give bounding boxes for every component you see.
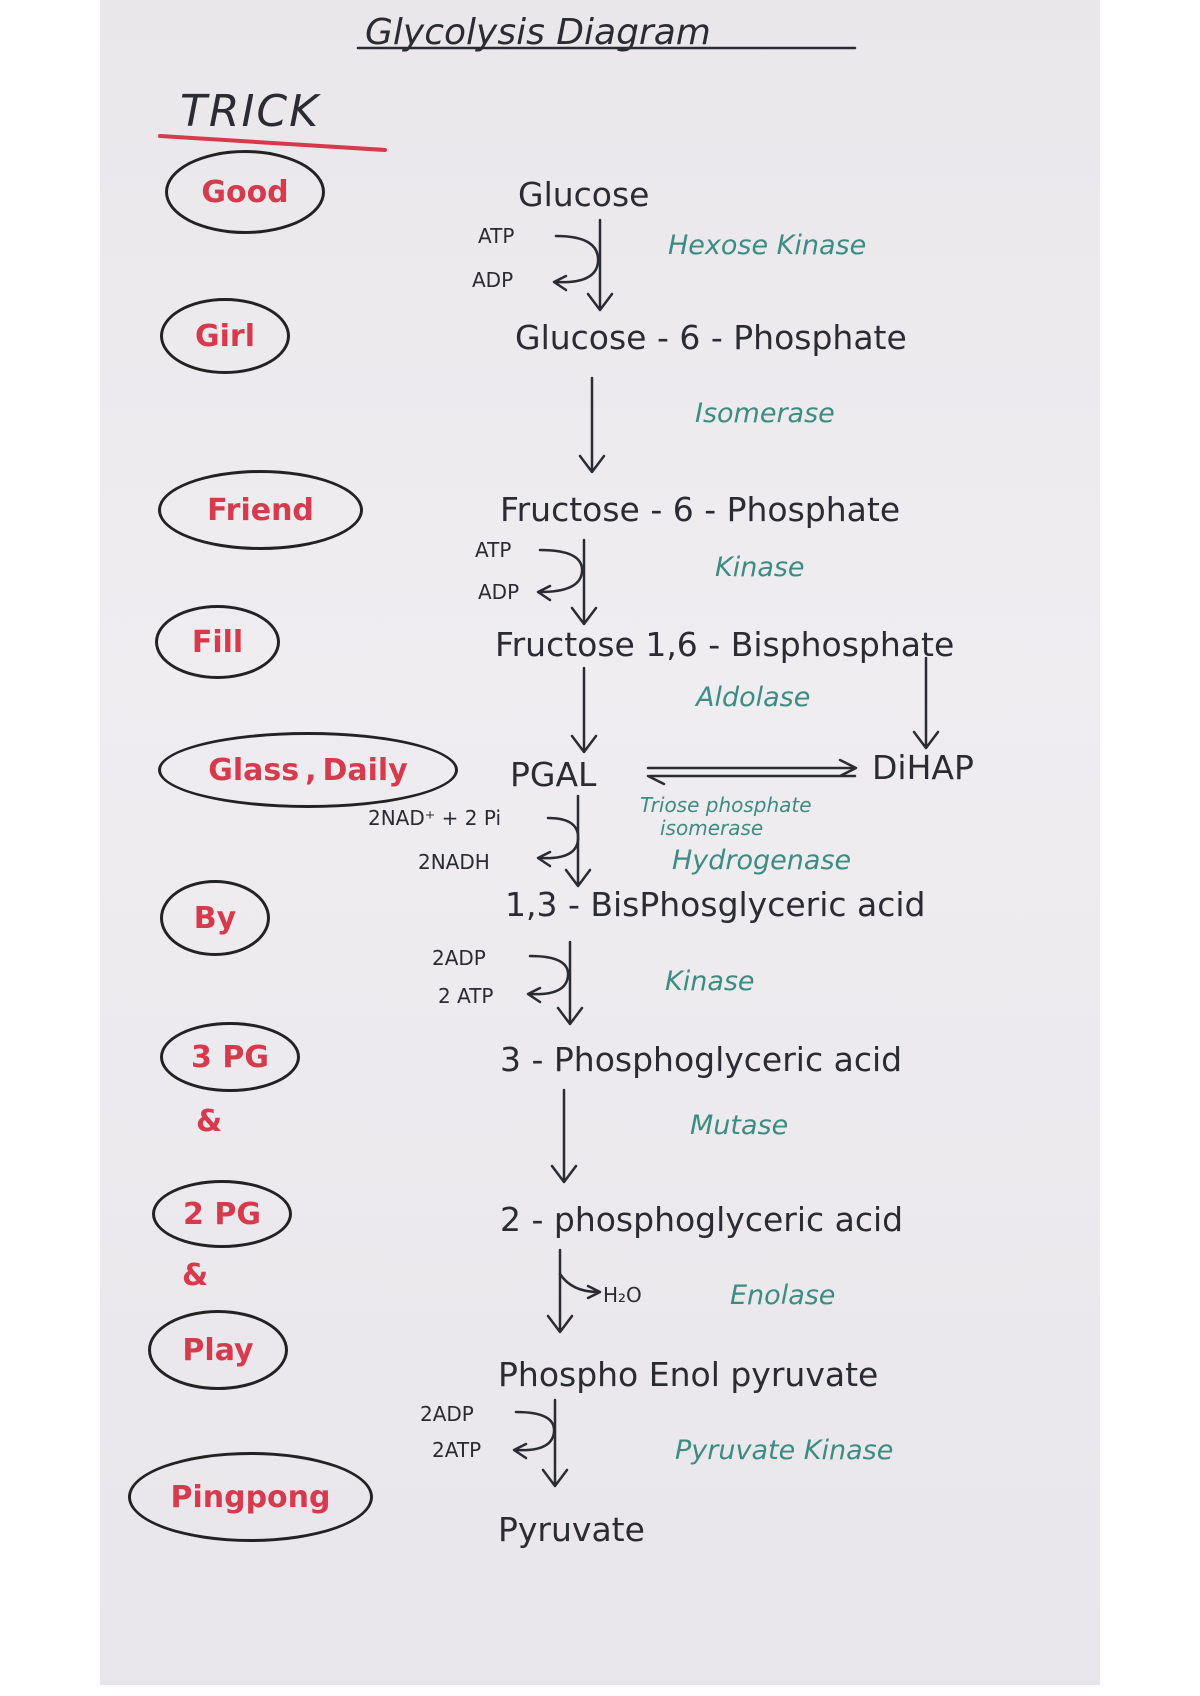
cofactor-atp-in-3: ATP <box>475 538 512 562</box>
cofactor-atp-in-1: ATP <box>478 224 515 248</box>
trick-word: Play <box>182 1332 254 1368</box>
compound-2-phosphoglyceric-acid: 2 - phosphoglyceric acid <box>500 1200 904 1239</box>
cofactor-adp-in-10: 2ADP <box>420 1402 474 1426</box>
trick-word: Girl <box>195 318 255 354</box>
trick-cloud-good: Good <box>165 150 325 234</box>
trick-cloud-fill: Fill <box>155 605 280 679</box>
cofactor-atp-out-7: 2 ATP <box>438 984 494 1008</box>
trick-word: Friend <box>207 492 314 528</box>
compound-fructose-6-phosphate: Fructose - 6 - Phosphate <box>500 490 901 529</box>
enzyme-isomerase: Isomerase <box>695 398 835 429</box>
enzyme-enolase: Enolase <box>730 1280 836 1311</box>
cofactor-water-out: H₂O <box>603 1283 642 1307</box>
trick-cloud-2pg: 2 PG <box>152 1180 292 1248</box>
enzyme-mutase: Mutase <box>690 1110 789 1141</box>
enzyme-hydrogenase: Hydrogenase <box>672 845 852 876</box>
compound-pgal: PGAL <box>510 755 597 794</box>
trick-cloud-friend: Friend <box>158 470 363 550</box>
enzyme-triose-phosphate: Triose phosphate <box>640 793 812 817</box>
enzyme-kinase-pfk: Kinase <box>715 552 805 583</box>
page-title: Glycolysis Diagram <box>365 12 711 53</box>
enzyme-kinase-pgk: Kinase <box>665 966 755 997</box>
enzyme-triose-isomerase: isomerase <box>660 816 764 840</box>
compound-dihap: DiHAP <box>872 748 974 787</box>
trick-word: Good <box>201 174 289 210</box>
trick-word: Fill <box>191 624 244 660</box>
trick-word: By <box>193 900 237 936</box>
trick-word: 3 PG <box>191 1039 269 1075</box>
enzyme-pyruvate-kinase: Pyruvate Kinase <box>675 1435 894 1466</box>
compound-1-3-bisphosphoglyceric-acid: 1,3 - BisPhosglyceric acid <box>505 885 926 924</box>
trick-word: Pingpong <box>170 1479 331 1515</box>
compound-fructose-1-6-bisphosphate: Fructose 1,6 - Bisphosphate <box>495 625 955 664</box>
cofactor-nad-in: 2NAD⁺ + 2 Pi <box>368 806 502 830</box>
trick-cloud-play: Play <box>148 1310 288 1390</box>
compound-phosphoenolpyruvate: Phospho Enol pyruvate <box>498 1355 879 1394</box>
cofactor-atp-out-10: 2ATP <box>432 1438 482 1462</box>
compound-glucose-6-phosphate: Glucose - 6 - Phosphate <box>515 318 907 357</box>
trick-ampersand: & <box>196 1104 223 1139</box>
cofactor-adp-out-1: ADP <box>472 268 514 292</box>
left-margin <box>0 0 100 1696</box>
cofactor-adp-out-3: ADP <box>478 580 520 604</box>
trick-cloud-glass-daily: Glass , Daily <box>158 732 458 808</box>
trick-cloud-pingpong: Pingpong <box>128 1452 373 1542</box>
trick-word: Glass <box>208 752 300 788</box>
enzyme-hexokinase: Hexose Kinase <box>668 230 867 261</box>
trick-cloud-3pg: 3 PG <box>160 1022 300 1092</box>
trick-word: Daily <box>322 752 408 788</box>
notebook-page <box>100 0 1100 1685</box>
compound-3-phosphoglyceric-acid: 3 - Phosphoglyceric acid <box>500 1040 903 1079</box>
right-margin <box>1100 0 1200 1696</box>
trick-cloud-by: By <box>160 880 270 956</box>
compound-pyruvate: Pyruvate <box>498 1510 645 1549</box>
cofactor-adp-in-7: 2ADP <box>432 946 486 970</box>
trick-separator: , <box>305 752 317 788</box>
enzyme-aldolase: Aldolase <box>696 682 811 713</box>
trick-heading: TRICK <box>180 86 321 137</box>
trick-ampersand: & <box>182 1258 209 1293</box>
trick-word: 2 PG <box>183 1196 261 1232</box>
trick-cloud-girl: Girl <box>160 298 290 374</box>
compound-glucose: Glucose <box>518 175 650 214</box>
cofactor-nadh-out: 2NADH <box>418 850 490 874</box>
